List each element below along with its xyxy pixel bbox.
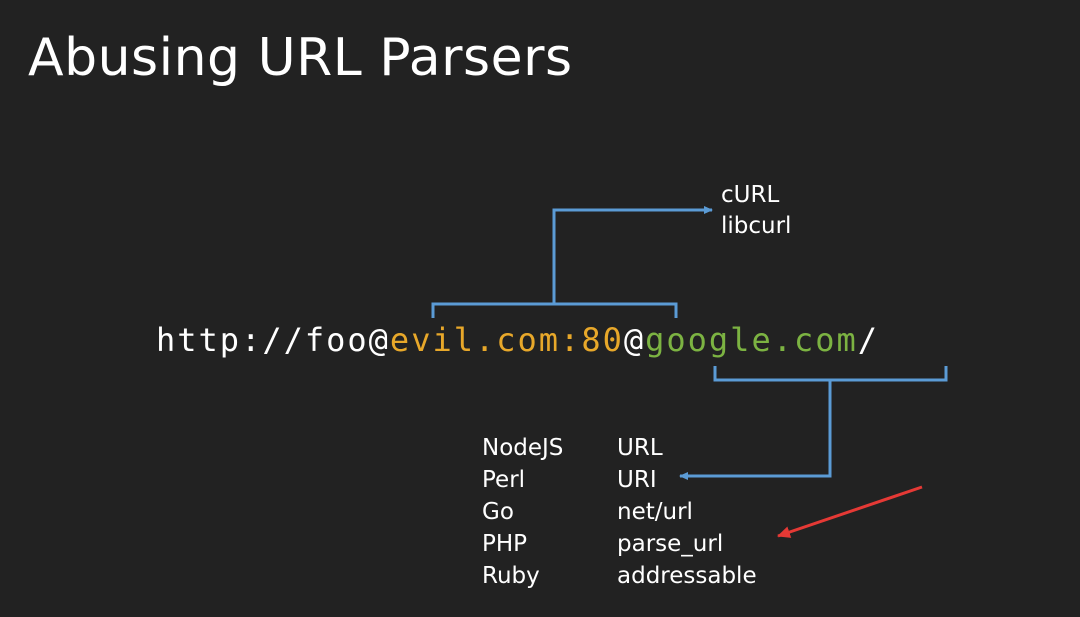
url-evil-host: evil.com:80 bbox=[389, 321, 624, 359]
upper-target-line2: libcurl bbox=[721, 213, 792, 239]
parser-language: Perl bbox=[482, 467, 526, 493]
url-google-host: google.com bbox=[645, 321, 858, 359]
parser-library: net/url bbox=[617, 499, 693, 525]
parser-library: parse_url bbox=[617, 531, 724, 557]
left-arrow-icon bbox=[679, 380, 832, 480]
url-scheme-userinfo: http://foo@ bbox=[156, 321, 390, 359]
parser-language: PHP bbox=[482, 531, 528, 557]
parser-library: addressable bbox=[617, 563, 757, 589]
slide-title: Abusing URL Parsers bbox=[28, 28, 573, 88]
parser-library: URI bbox=[617, 467, 657, 493]
upper-bracket bbox=[431, 206, 713, 318]
red-arrow-icon bbox=[777, 485, 923, 538]
parser-library: URL bbox=[617, 435, 663, 461]
url-at-sign: @ bbox=[623, 321, 646, 359]
lower-bracket bbox=[679, 366, 948, 480]
url-trailing-slash: / bbox=[857, 321, 880, 359]
right-arrow-icon bbox=[552, 206, 713, 304]
parser-language: Go bbox=[482, 499, 514, 525]
upper-target-line1: cURL bbox=[721, 182, 780, 208]
parser-language: Ruby bbox=[482, 563, 540, 589]
parser-language: NodeJS bbox=[482, 435, 564, 461]
url-string: http://foo@evil.com:80@google.com/ bbox=[156, 324, 879, 356]
